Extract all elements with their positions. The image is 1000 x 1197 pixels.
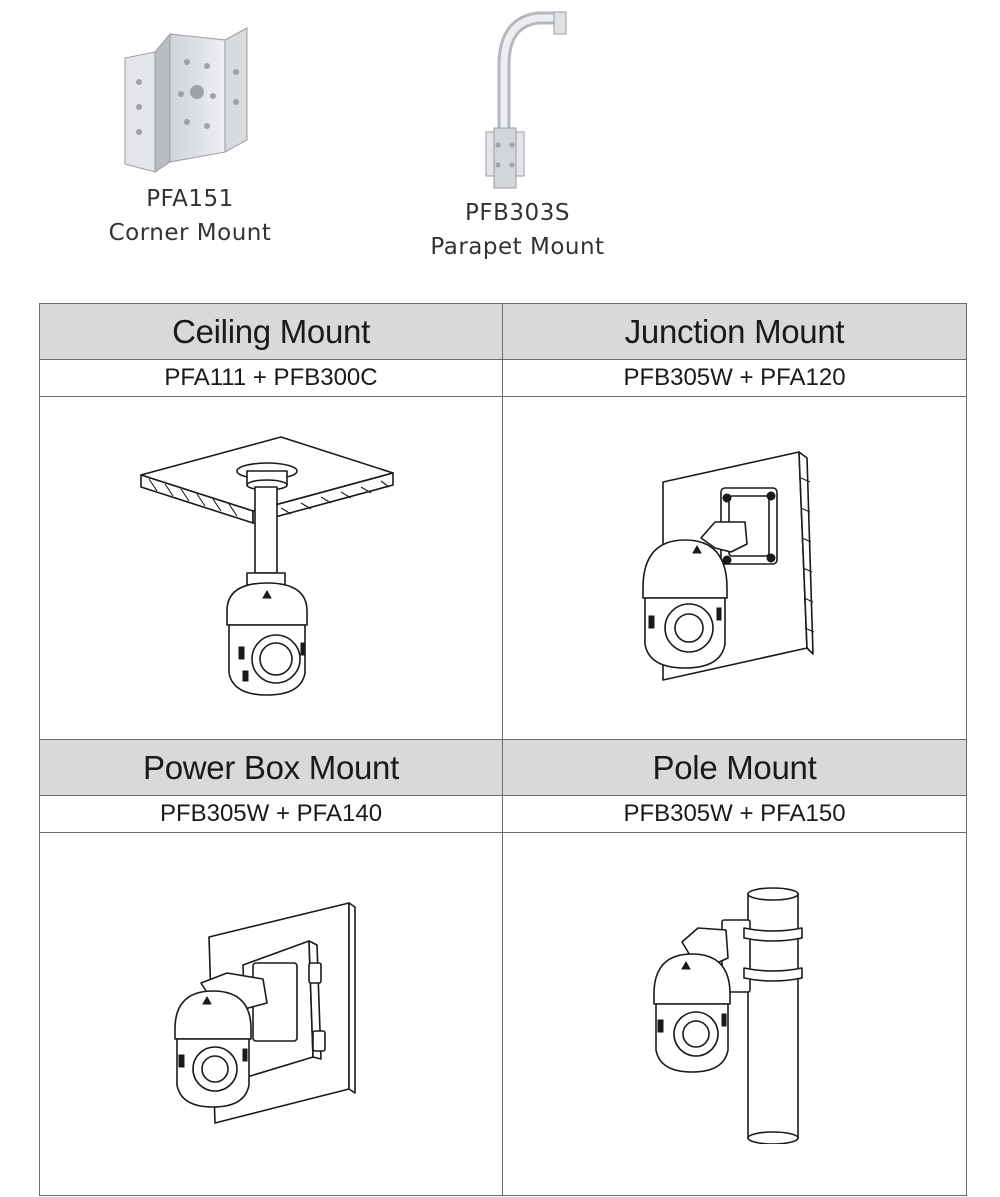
combo-row: PFB305W + PFA140 PFB305W + PFA150 <box>39 795 967 833</box>
mount-combo-pole: PFB305W + PFA150 <box>502 795 967 833</box>
mount-combo-ceiling: PFA111 + PFB300C <box>39 359 503 397</box>
junction-mount-cell <box>502 396 967 740</box>
illustration-row <box>39 396 967 740</box>
accessory-name: Corner Mount <box>108 220 272 246</box>
pole-mount-illustration <box>652 887 803 1144</box>
ceiling-mount-illustration <box>140 436 394 696</box>
parapet-mount-bracket-icon <box>485 11 566 189</box>
mounting-options-table: Ceiling Mount Junction Mount PFA111 + PF… <box>39 303 967 1196</box>
accessory-parapet-mount: PFB303S Parapet Mount <box>410 10 625 264</box>
ceiling-mount-cell <box>39 396 503 740</box>
power-box-mount-illustration <box>174 902 356 1124</box>
header-row: Ceiling Mount Junction Mount <box>39 303 967 360</box>
mount-combo-power-box: PFB305W + PFA140 <box>39 795 503 833</box>
accessory-model: PFB303S <box>465 200 570 226</box>
mount-title-power-box: Power Box Mount <box>39 739 503 796</box>
corner-mount-bracket-icon <box>124 27 248 173</box>
accessory-corner-mount: PFA151 Corner Mount <box>90 22 290 250</box>
power-box-mount-cell <box>39 832 503 1196</box>
junction-mount-illustration <box>641 451 814 681</box>
accessory-model: PFA151 <box>146 186 234 212</box>
header-row: Power Box Mount Pole Mount <box>39 739 967 796</box>
mount-title-ceiling: Ceiling Mount <box>39 303 503 360</box>
accessory-name: Parapet Mount <box>430 234 605 260</box>
pole-mount-cell <box>502 832 967 1196</box>
illustration-row <box>39 832 967 1196</box>
combo-row: PFA111 + PFB300C PFB305W + PFA120 <box>39 359 967 397</box>
mount-combo-junction: PFB305W + PFA120 <box>502 359 967 397</box>
mount-title-junction: Junction Mount <box>502 303 967 360</box>
mount-title-pole: Pole Mount <box>502 739 967 796</box>
